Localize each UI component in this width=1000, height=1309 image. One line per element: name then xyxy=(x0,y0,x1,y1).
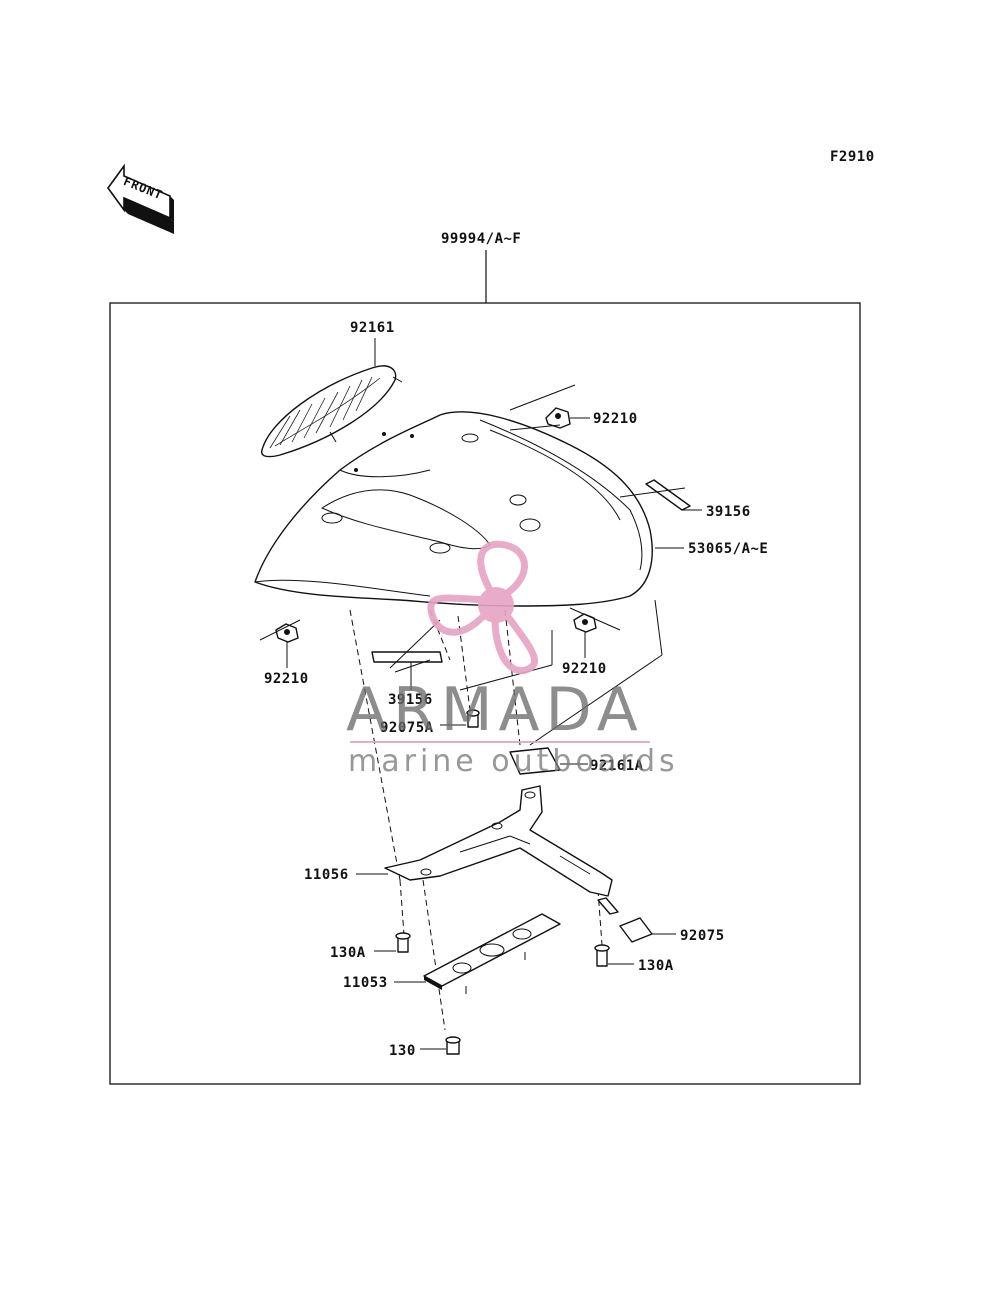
part-11053-plate xyxy=(423,913,561,994)
label-92210-left: 92210 xyxy=(264,671,309,687)
label-92210-top: 92210 xyxy=(593,411,638,427)
label-92075: 92075 xyxy=(680,928,725,944)
part-130A-right-bolt xyxy=(594,944,610,967)
label-130A-right: 130A xyxy=(638,958,674,974)
label-53065: 53065/A~E xyxy=(688,541,768,557)
part-92210-left-nut xyxy=(259,619,301,643)
label-92161: 92161 xyxy=(350,320,395,336)
part-92161A-pad xyxy=(509,747,561,775)
part-92075A-rivet xyxy=(466,709,480,728)
part-92161-grille xyxy=(261,365,403,458)
label-92075A: 92075A xyxy=(380,720,434,736)
part-11056-bracket xyxy=(384,785,619,915)
label-39156-right: 39156 xyxy=(706,504,751,520)
label-130A-left: 130A xyxy=(330,945,366,961)
assembly-label: 99994/A~F xyxy=(441,231,521,247)
part-39156-right-pad xyxy=(619,479,691,511)
part-92210-right-nut xyxy=(569,607,621,633)
propeller-logo-icon xyxy=(427,540,538,675)
label-11056: 11056 xyxy=(304,867,349,883)
watermark-tagline: marine outboards xyxy=(348,744,679,779)
label-39156-mid: 39156 xyxy=(388,692,433,708)
part-130-bolt xyxy=(445,1036,461,1055)
assembly-frame xyxy=(109,302,861,1085)
watermark-brand: ARMADA xyxy=(346,675,644,745)
part-92210-top-nut xyxy=(509,384,576,431)
watermark: ARMADA marine outboards xyxy=(346,540,679,779)
part-53065-seat-cowl xyxy=(254,411,653,607)
figure-code: F2910 xyxy=(830,149,875,165)
part-130A-left-bolt xyxy=(395,932,411,953)
label-11053: 11053 xyxy=(343,975,388,991)
part-39156-mid-pad xyxy=(371,619,443,673)
front-arrow-icon: FRONT xyxy=(107,163,174,234)
label-92161A: 92161A xyxy=(590,758,644,774)
part-92075-pad xyxy=(619,917,653,943)
label-130: 130 xyxy=(389,1043,416,1059)
label-92210-right: 92210 xyxy=(562,661,607,677)
